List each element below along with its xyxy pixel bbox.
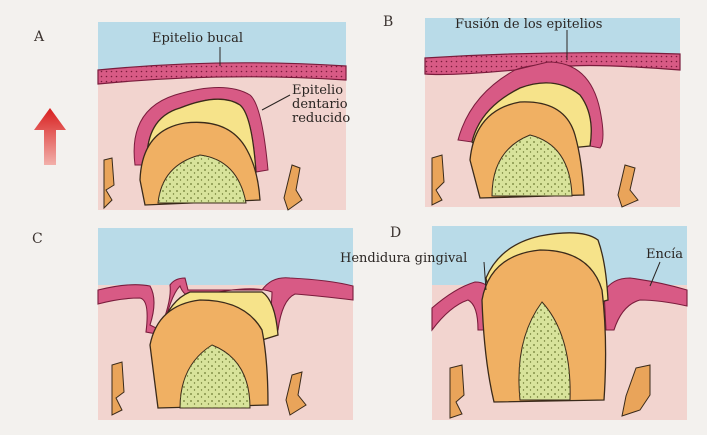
label-reduced-epithelium-line-1: Epitelio: [292, 84, 350, 98]
panel-letter-b: B: [383, 15, 393, 29]
panel-letter-a: A: [34, 30, 44, 44]
panel-c: [98, 228, 353, 420]
label-reduced-epithelium-line-3: reducido: [292, 112, 350, 126]
label-fusion: Fusión de los epitelios: [455, 18, 602, 32]
up-arrow-icon: [34, 108, 66, 165]
label-reduced-epithelium: Epitelio dentario reducido: [292, 84, 350, 126]
label-reduced-epithelium-line-2: dentario: [292, 98, 350, 112]
label-oral-epithelium: Epitelio bucal: [152, 32, 243, 46]
label-gum: Encía: [646, 248, 683, 262]
label-gingival-sulcus: Hendidura gingival: [340, 252, 467, 266]
panel-letter-d: D: [390, 226, 401, 240]
panel-letter-c: C: [32, 232, 43, 246]
panel-b: [425, 18, 680, 207]
